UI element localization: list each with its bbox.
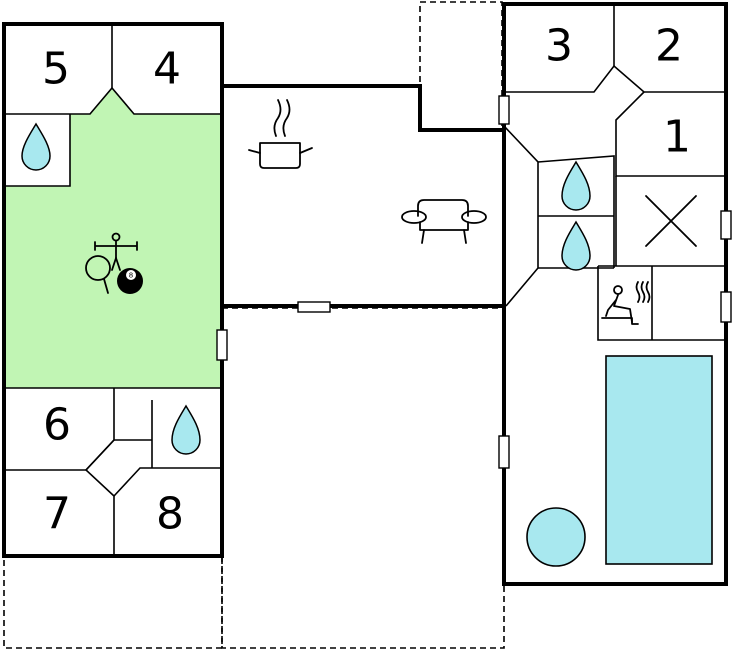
water-drop-icon <box>561 220 591 271</box>
interior-walls <box>4 4 724 556</box>
outdoor-terrace-dark <box>3 555 223 649</box>
sofa-icon <box>401 199 487 244</box>
room-label-1: 1 <box>663 112 691 163</box>
cross-icon <box>645 195 697 247</box>
billiard-ball-number: 8 <box>129 272 133 280</box>
room-label-6: 6 <box>43 400 71 451</box>
water-drop-icon <box>561 160 591 211</box>
outdoor-terrace-light <box>221 307 505 649</box>
room-label-8: 8 <box>156 489 184 540</box>
cooking-pot-icon <box>248 99 313 169</box>
room-label-4: 4 <box>153 44 181 95</box>
water-drop-icon <box>21 122 51 171</box>
room-label-3: 3 <box>545 21 573 72</box>
water-drop-icon <box>171 404 201 455</box>
doors <box>216 95 732 469</box>
billiard-ball <box>117 268 143 294</box>
pool <box>605 355 713 565</box>
room-label-7: 7 <box>43 489 71 540</box>
outdoor-strip-top <box>419 1 503 131</box>
whirlpool <box>526 507 586 567</box>
room-label-2: 2 <box>655 21 683 72</box>
table-tennis-billiards-fitness-icon: 8 <box>85 232 143 294</box>
sauna-icon <box>601 281 651 325</box>
room-label-5: 5 <box>42 44 70 95</box>
